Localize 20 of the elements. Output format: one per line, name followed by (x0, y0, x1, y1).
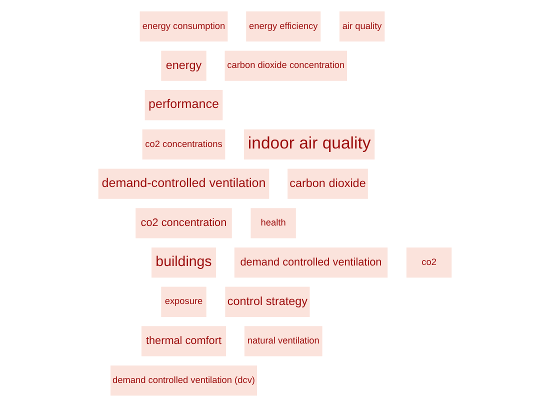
node-box: exposure (161, 286, 206, 317)
node-box: co2 concentrations (142, 129, 226, 160)
node-box: demand-controlled ventilation (98, 168, 270, 199)
node-box: buildings (152, 247, 216, 278)
node-box: energy efficiency (246, 11, 321, 42)
node-box: co2 concentration (136, 208, 232, 238)
node-box: energy (161, 50, 206, 81)
node-box: performance (144, 90, 223, 120)
node-box: co2 (406, 247, 452, 278)
node-box: demand controlled ventilation (dcv) (110, 366, 257, 396)
node-box: energy consumption (140, 11, 228, 42)
node-box: demand controlled ventilation (234, 247, 388, 278)
node-box: natural ventilation (244, 326, 322, 356)
node-box: thermal comfort (141, 326, 226, 356)
node-box: air quality (339, 11, 385, 42)
node-box: control strategy (225, 286, 310, 317)
node-box: carbon dioxide concentration (224, 50, 347, 81)
node-box: health (250, 208, 296, 238)
node-box: carbon dioxide (288, 168, 368, 199)
node-box: indoor air quality (244, 129, 375, 160)
